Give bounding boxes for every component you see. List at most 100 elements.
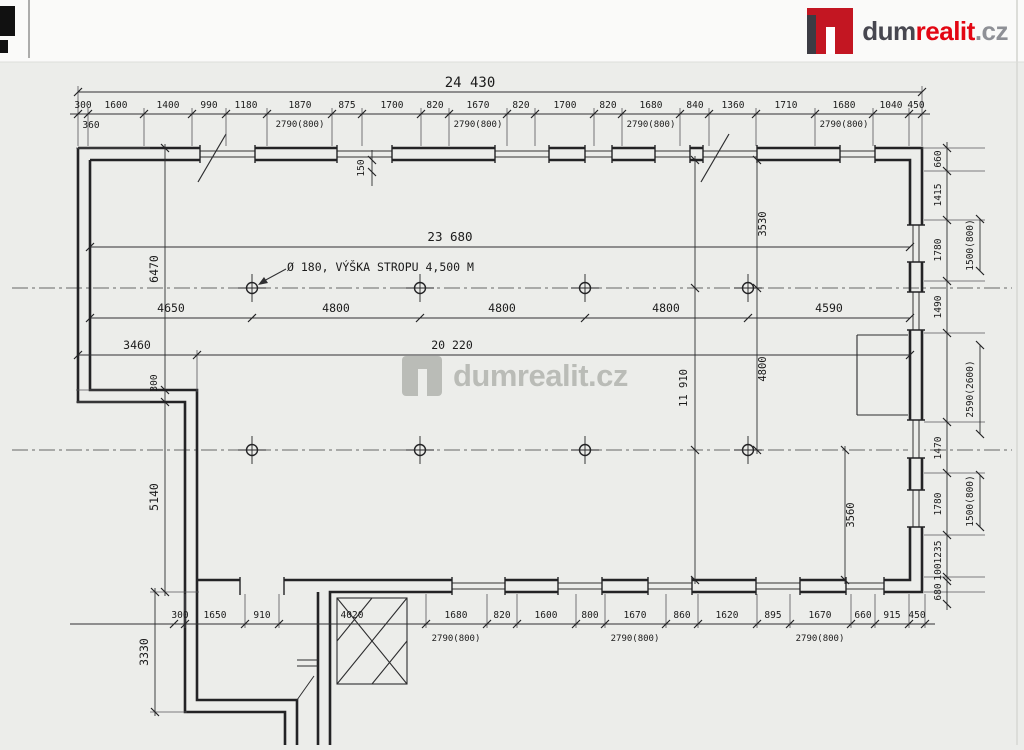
annex-corridor-details [296,659,318,701]
ceiling-note: Ø 180, VÝŠKA STROPU 4,500 M [287,259,474,274]
dim-label: 4800 [757,356,769,381]
dim-label: 20 220 [431,338,473,352]
dim-label: 4800 [652,301,680,315]
dim-label: 1490 [933,295,944,318]
dim-label: 3460 [123,338,151,352]
dim-label: 1780 [933,492,944,515]
dim-label: 1680 [833,100,856,111]
dim-inner-width: 23 680 [427,229,472,244]
dim-label: 4020 [341,610,364,621]
dim-label: 2790(800) [432,634,481,644]
wall-break-marks [197,133,730,183]
dim-label: 360 [82,120,99,131]
dim-label: 2790(800) [611,634,660,644]
dim-overall-top: 24 430 [445,75,496,91]
dim-label: 1680 [640,100,663,111]
dim-label: 820 [512,100,529,111]
dim-label: 300 [74,100,91,111]
dim-label: 1670 [809,610,832,621]
dim-label: 300 [171,610,188,621]
dim-label: 1180 [235,100,258,111]
dim-label: 5140 [147,483,161,511]
brand-text-realit: realit [915,15,976,46]
dim-label: 680 [933,583,944,600]
brand-house-icon-slot [826,27,836,54]
dim-label: 4800 [322,301,350,315]
center-lines [12,287,1012,451]
bottom-wall-windows [239,577,885,595]
dim-label: 2790(800) [454,120,503,130]
dim-label: 1470 [933,436,944,459]
brand-logo-text: dumrealit.cz [862,16,1008,47]
dim-label: 820 [493,610,510,621]
dim-label: 1235 [933,541,944,564]
dim-label: 915 [883,610,900,621]
walls [76,146,924,745]
dim-label: 4800 [488,301,516,315]
dim-label: 6470 [147,255,161,283]
dim-label: 1870 [289,100,312,111]
right-wall-niche [856,334,908,416]
dim-label: 2790(800) [796,634,845,644]
dim-label: 1670 [624,610,647,621]
dim-label: 1700 [381,100,404,111]
dimension-ticks [73,87,985,717]
dim-label: 4650 [157,301,185,315]
dim-label: 450 [907,100,924,111]
watermark-text: dumrealit.cz [453,358,628,393]
dim-label: 3330 [137,638,151,666]
dimension-labels: 24 430 300 1600 1400 990 1180 1870 875 1… [74,75,976,666]
dim-label: 2790(800) [276,120,325,130]
top-wall-windows [199,145,876,163]
brand-text-dum: dum [862,15,916,46]
brand-logo: dumrealit.cz [807,8,1009,54]
dim-label: 1500(800) [965,219,976,270]
dim-label: 1600 [105,100,128,111]
dim-label: 1415 [933,184,944,207]
dim-label: 800 [581,610,598,621]
dim-label: 2790(800) [627,120,676,130]
dim-label: 875 [338,100,355,111]
dim-label: 1700 [554,100,577,111]
dim-label: 660 [933,150,944,167]
dim-label: 1600 [535,610,558,621]
dim-label: 2790(800) [820,120,869,130]
extension-lines [76,86,985,713]
watermark-house-icon-slot [418,369,427,396]
dimension-lines [70,91,981,716]
dim-label: 4590 [815,301,843,315]
scan-top-band [0,0,1024,62]
dim-label: 2590(2600) [965,360,976,417]
brand-house-icon-strip [807,15,817,54]
dim-label: 11 910 [678,369,690,407]
note-leader [258,268,287,285]
dim-label: 820 [599,100,616,111]
dim-label: 1620 [716,610,739,621]
dim-label: 1780 [933,238,944,261]
dim-label: 660 [854,610,871,621]
stair-shaft [336,597,408,685]
dim-label: 3530 [757,211,769,236]
dim-label: 3560 [845,502,857,527]
dim-label: 1360 [722,100,745,111]
dim-label: 990 [200,100,217,111]
brand-house-icon [807,8,854,54]
dim-label: 300 [149,374,160,391]
dim-label: 150 [356,159,367,176]
dim-label: 860 [673,610,690,621]
watermark: dumrealit.cz [402,356,628,396]
dim-label: 1670 [467,100,490,111]
dim-label: 100 [933,563,944,580]
dim-label: 1500(800) [965,475,976,526]
brand-text-cz: .cz [974,15,1009,46]
dim-label: 820 [426,100,443,111]
dim-label: 1400 [157,100,180,111]
dim-label: 450 [908,610,925,621]
columns [238,274,762,464]
dim-label: 895 [764,610,781,621]
scan-artifacts [0,0,30,58]
dim-label: 1650 [204,610,227,621]
dim-label: 1710 [775,100,798,111]
